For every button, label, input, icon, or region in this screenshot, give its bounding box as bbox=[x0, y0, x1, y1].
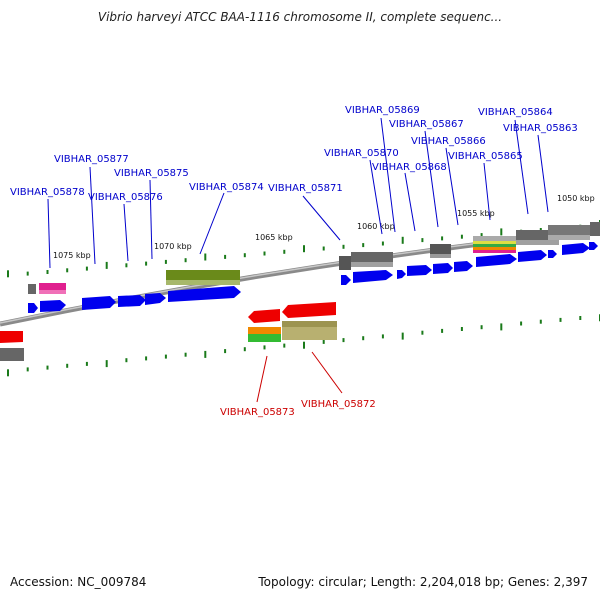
gene-label[interactable]: VIBHAR_05873 bbox=[220, 407, 295, 418]
gene-label[interactable]: VIBHAR_05868 bbox=[372, 162, 447, 173]
gene-forward[interactable] bbox=[454, 261, 473, 272]
gene-label[interactable]: VIBHAR_05872 bbox=[301, 399, 376, 410]
gene-forward[interactable] bbox=[476, 254, 517, 267]
summary-text: Topology: circular; Length: 2,204,018 bp… bbox=[258, 575, 588, 589]
gene-forward[interactable] bbox=[518, 250, 547, 262]
scale-label: 1055 kbp bbox=[457, 209, 495, 218]
feature-green bbox=[248, 334, 281, 342]
feature-gray bbox=[339, 256, 351, 270]
gene-label[interactable]: VIBHAR_05876 bbox=[88, 192, 163, 203]
gene-label[interactable]: VIBHAR_05863 bbox=[503, 123, 578, 134]
gene-label[interactable]: VIBHAR_05874 bbox=[189, 182, 264, 193]
feature-orange bbox=[248, 327, 281, 334]
gene-forward[interactable] bbox=[407, 265, 432, 276]
scale-label: 1050 kbp bbox=[557, 194, 595, 203]
reverse-gene-labels: VIBHAR_05873 VIBHAR_05872 bbox=[220, 399, 376, 418]
gene-label[interactable]: VIBHAR_05864 bbox=[478, 107, 553, 118]
scale-label: 1060 kbp bbox=[357, 222, 395, 231]
gene-forward[interactable] bbox=[40, 300, 66, 312]
gene-forward[interactable] bbox=[353, 270, 393, 283]
gene-label[interactable]: VIBHAR_05866 bbox=[411, 136, 486, 147]
forward-genes[interactable] bbox=[28, 242, 598, 313]
map-title: Vibrio harveyi ATCC BAA-1116 chromosome … bbox=[97, 10, 503, 24]
scale-ticks-lower bbox=[7, 314, 600, 377]
gene-forward[interactable] bbox=[28, 303, 38, 313]
gene-label[interactable]: VIBHAR_05877 bbox=[54, 154, 129, 165]
reverse-genes[interactable] bbox=[0, 302, 337, 361]
gene-forward[interactable] bbox=[397, 270, 406, 279]
reverse-callouts bbox=[256, 351, 343, 403]
gene-forward[interactable] bbox=[433, 263, 453, 274]
gene-reverse[interactable] bbox=[282, 302, 336, 318]
gene-label[interactable]: VIBHAR_05875 bbox=[114, 168, 189, 179]
gene-label[interactable]: VIBHAR_05869 bbox=[345, 105, 420, 116]
gene-forward[interactable] bbox=[589, 242, 598, 250]
gene-reverse[interactable] bbox=[248, 309, 280, 323]
feature-gray bbox=[28, 284, 36, 294]
feature-gray bbox=[0, 348, 24, 361]
gene-reverse[interactable] bbox=[0, 331, 23, 343]
gene-forward[interactable] bbox=[562, 243, 590, 255]
gene-label[interactable]: VIBHAR_05867 bbox=[389, 119, 464, 130]
feature-multicolor bbox=[473, 236, 516, 241]
forward-callouts bbox=[47, 117, 549, 269]
gene-forward[interactable] bbox=[145, 293, 166, 305]
gene-label[interactable]: VIBHAR_05870 bbox=[324, 148, 399, 159]
feature-blocks-upper bbox=[28, 222, 600, 294]
scale-label: 1070 kbp bbox=[154, 242, 192, 251]
gene-label[interactable]: VIBHAR_05871 bbox=[268, 183, 343, 194]
scale-label: 1075 kbp bbox=[53, 251, 91, 260]
gene-forward[interactable] bbox=[341, 275, 351, 285]
gene-forward[interactable] bbox=[82, 296, 116, 310]
forward-gene-labels: VIBHAR_05878 VIBHAR_05877 VIBHAR_05876 V… bbox=[10, 105, 578, 203]
scale-label: 1065 kbp bbox=[255, 233, 293, 242]
gene-forward[interactable] bbox=[548, 250, 557, 258]
gene-forward[interactable] bbox=[168, 286, 241, 302]
gene-forward[interactable] bbox=[118, 295, 146, 307]
gene-label[interactable]: VIBHAR_05865 bbox=[448, 151, 523, 162]
gene-label[interactable]: VIBHAR_05878 bbox=[10, 187, 85, 198]
accession-text: Accession: NC_009784 bbox=[10, 575, 147, 589]
feature-gray bbox=[590, 222, 600, 236]
feature-pink bbox=[39, 283, 66, 294]
